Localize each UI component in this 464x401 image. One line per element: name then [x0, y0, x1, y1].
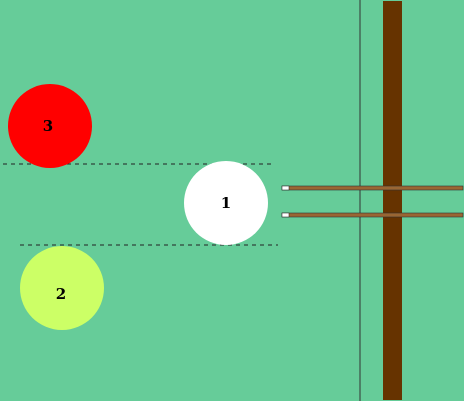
- ball-2[interactable]: 2: [20, 246, 104, 330]
- cue-shaft-upper[interactable]: [281, 185, 464, 191]
- ball-2-body[interactable]: [20, 246, 104, 330]
- ball-1-number: 1: [221, 194, 231, 212]
- cue-shaft-lower[interactable]: [281, 212, 464, 218]
- table-rail: [383, 1, 402, 400]
- ball-1-body[interactable]: [184, 161, 268, 245]
- ball-3-body[interactable]: [8, 84, 92, 168]
- cue-stick[interactable]: [281, 185, 464, 218]
- cue-tip-lower: [281, 212, 290, 218]
- cue-tip-upper: [281, 185, 290, 191]
- ball-3[interactable]: 3: [8, 84, 92, 168]
- ball-2-number: 2: [56, 285, 66, 303]
- ball-1[interactable]: 1: [184, 161, 268, 245]
- ball-3-number: 3: [43, 117, 53, 135]
